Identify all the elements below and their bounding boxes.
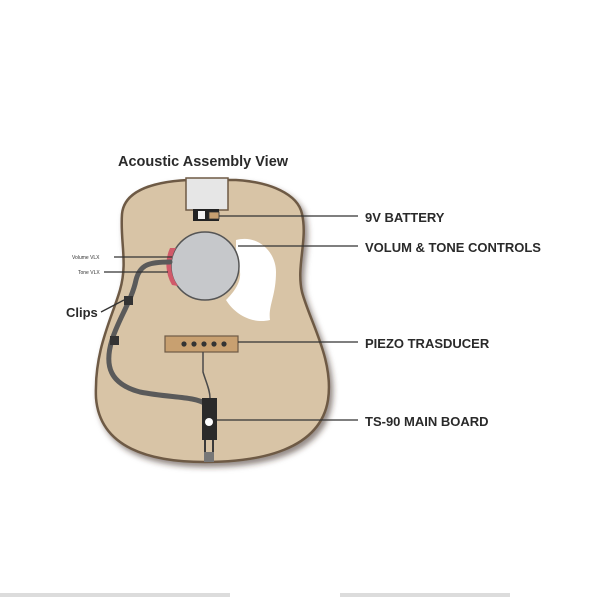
label-9v-battery: 9V BATTERY <box>365 210 445 225</box>
diagram-title: Acoustic Assembly View <box>118 154 289 170</box>
neck-heel <box>185 177 229 211</box>
cable-clip <box>124 296 133 305</box>
label-clips: Clips <box>66 305 98 320</box>
battery <box>193 209 220 221</box>
footer-blur-left <box>0 593 230 597</box>
ts-90-main-board <box>202 398 217 462</box>
label-piezo-transducer: PIEZO TRASDUCER <box>365 336 490 351</box>
piezo-bridge <box>164 335 239 353</box>
soundhole <box>170 231 240 301</box>
leader-clips <box>100 299 125 313</box>
label-ts-90-main-board: TS-90 MAIN BOARD <box>365 414 489 429</box>
piezo-wire <box>202 352 211 399</box>
label-volume-tone-controls: VOLUM & TONE CONTROLS <box>365 240 541 255</box>
footer-blur-right <box>340 593 510 597</box>
label-tone-knob: Tone VLX <box>78 270 100 276</box>
label-volume-knob: Volume VLX <box>72 255 100 261</box>
cable-clip <box>110 336 119 345</box>
